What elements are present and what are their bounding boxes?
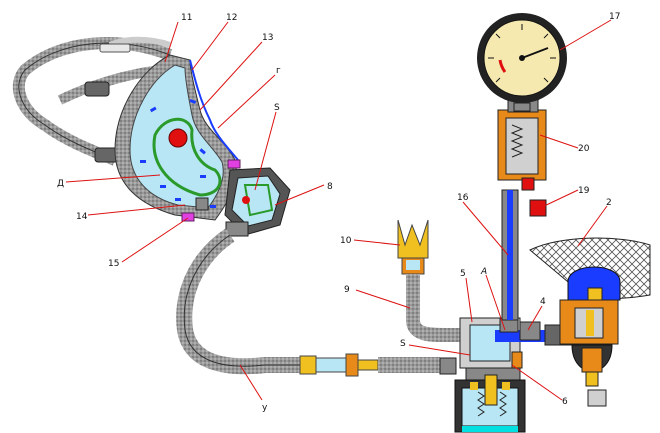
label-16: 16 bbox=[457, 193, 469, 203]
gauge-line bbox=[497, 99, 547, 321]
callout-labels: 11 12 13 г S Д 14 15 8 10 9 у 17 20 19 1… bbox=[57, 12, 620, 413]
visor-edge bbox=[189, 59, 239, 161]
exhalation-valve bbox=[168, 128, 188, 148]
label-14: 14 bbox=[76, 212, 88, 222]
label-6: 6 bbox=[562, 397, 568, 407]
label-d: Д bbox=[57, 179, 64, 189]
label-13: 13 bbox=[262, 33, 273, 43]
gauge-needle bbox=[521, 47, 549, 59]
face-mask bbox=[114, 54, 241, 222]
label-g: г bbox=[276, 66, 281, 76]
auxiliary-fitting bbox=[397, 219, 460, 342]
label-15: 15 bbox=[108, 259, 119, 269]
label-4: 4 bbox=[540, 297, 546, 307]
label-2: 2 bbox=[606, 198, 612, 208]
pressure-gauge bbox=[477, 13, 567, 112]
pressure-reducer bbox=[454, 317, 572, 433]
label-a: А bbox=[480, 267, 487, 277]
quick-coupling bbox=[299, 353, 457, 377]
label-10: 10 bbox=[340, 236, 352, 246]
label-17: 17 bbox=[609, 12, 620, 22]
label-s-top: S bbox=[274, 103, 280, 113]
label-y: у bbox=[262, 403, 268, 413]
label-9: 9 bbox=[344, 285, 350, 295]
demand-valve bbox=[224, 167, 291, 237]
cylinder bbox=[529, 237, 651, 407]
leader-lines bbox=[65, 19, 612, 401]
label-19: 19 bbox=[578, 186, 590, 196]
label-5: 5 bbox=[460, 269, 466, 279]
inner-mask bbox=[152, 117, 222, 197]
label-20: 20 bbox=[578, 144, 590, 154]
label-11: 11 bbox=[181, 13, 192, 23]
label-8: 8 bbox=[327, 182, 333, 192]
label-s-mid: S bbox=[400, 339, 406, 349]
label-12: 12 bbox=[226, 13, 237, 23]
breathing-hose bbox=[176, 228, 300, 375]
